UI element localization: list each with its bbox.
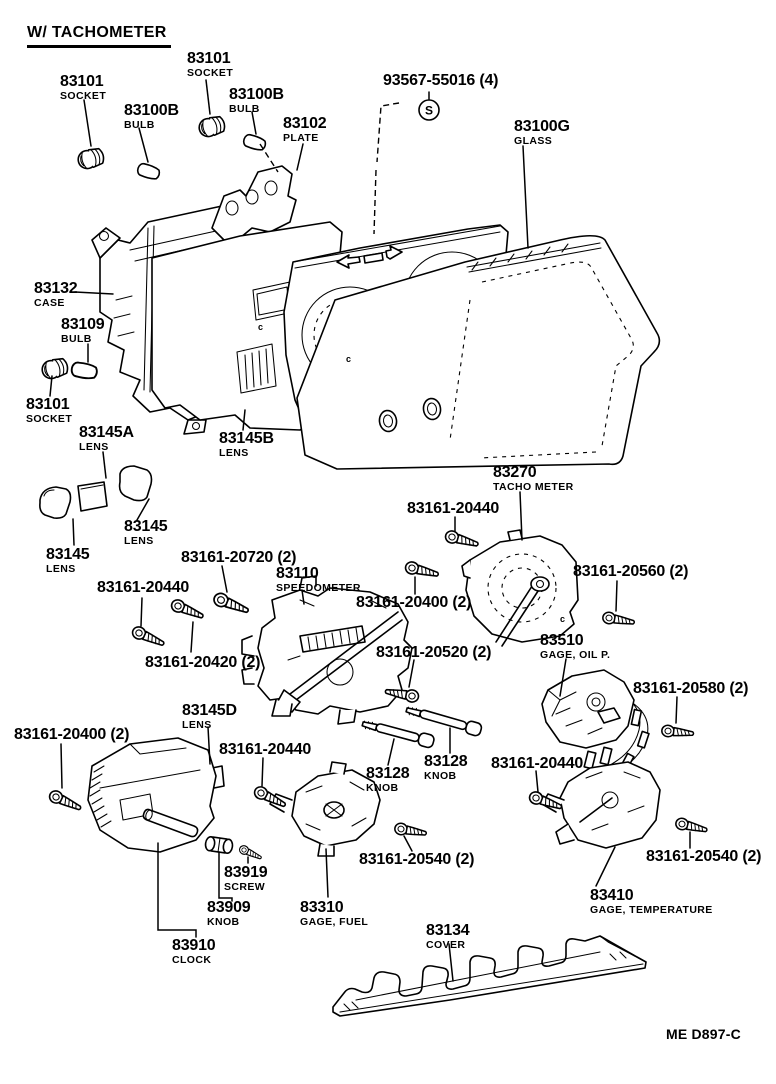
screw-83919	[237, 843, 264, 863]
screw-20720	[211, 590, 252, 618]
registration-mark-c3: c	[560, 614, 565, 624]
fuel-gauge-drawing	[269, 761, 381, 857]
label-83161-20560: 83161-20560 (2)	[573, 563, 689, 580]
screw-20540-l	[393, 821, 429, 840]
screw-20440-a	[129, 624, 167, 651]
registration-mark-c1: c	[258, 322, 263, 332]
glass-drawing	[296, 234, 661, 470]
screw-20580	[660, 723, 695, 741]
bulb-part-83109	[69, 360, 99, 381]
bulb-part-2	[241, 132, 268, 153]
label-93567-55016: 93567-55016 (4)	[383, 72, 499, 89]
label-83161-20520: 83161-20520 (2)	[376, 644, 492, 661]
label-83161-20440-a: 83161-20440	[97, 579, 190, 596]
screw-20420	[168, 597, 206, 623]
screw-20440-b	[443, 528, 481, 552]
drawing-number: ME D897-C	[666, 1026, 741, 1042]
screw-20540-r	[673, 816, 710, 837]
label-83161-20580: 83161-20580 (2)	[633, 680, 749, 697]
screw-20400-a	[403, 559, 441, 582]
clock-drawing	[87, 737, 217, 853]
socket-part-2	[196, 113, 228, 140]
label-83161-20440-d: 83161-20440	[491, 755, 584, 772]
temperature-gauge-drawing	[541, 746, 661, 849]
label-83161-20440-b: 83161-20440	[407, 500, 500, 517]
socket-part-3	[39, 355, 71, 382]
cover-drawing	[332, 935, 647, 1017]
leader-lines	[49, 79, 691, 982]
label-83161-20540-right: 83161-20540 (2)	[646, 848, 762, 865]
socket-part-1	[75, 145, 107, 172]
label-83161-20540-left: 83161-20540 (2)	[359, 851, 475, 868]
tachometer-drawing	[461, 529, 579, 647]
label-83161-20420: 83161-20420 (2)	[145, 654, 261, 671]
clock-knob-drawing	[203, 835, 235, 855]
speedometer-drawing	[241, 575, 413, 725]
dashed-reference-lines	[259, 102, 400, 235]
label-83161-20400-a: 83161-20400 (2)	[356, 594, 472, 611]
label-83161-20400-b: 83161-20400 (2)	[14, 726, 130, 743]
registration-mark-c2: c	[346, 354, 351, 364]
knob-shaft-drawing-2	[405, 706, 483, 737]
diagram-title: W/ TACHOMETER	[27, 24, 171, 48]
screw-20560	[601, 610, 637, 629]
knob-shaft-drawing-1	[361, 720, 435, 749]
screw-symbol: S	[418, 99, 440, 121]
label-83161-20720: 83161-20720 (2)	[181, 549, 297, 566]
bulb-part-1	[135, 161, 162, 182]
screw-20400-b	[46, 788, 84, 815]
label-83161-20440-c: 83161-20440	[219, 741, 312, 758]
fastener-symbol-s: S	[425, 104, 433, 118]
